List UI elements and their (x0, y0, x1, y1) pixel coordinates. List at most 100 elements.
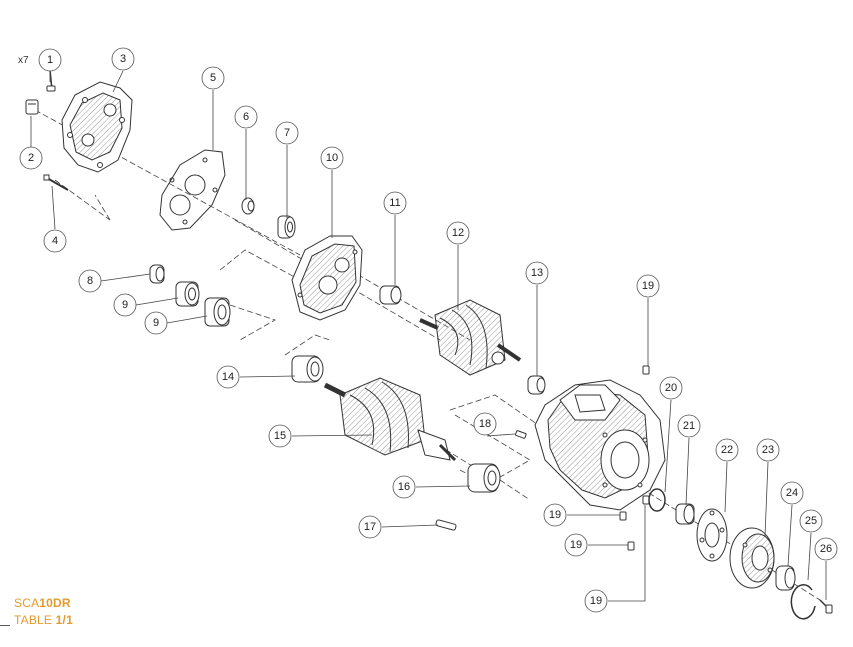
part-19-plug-d (627, 541, 635, 551)
callout-9: 9 (113, 293, 137, 317)
callout-label: 12 (452, 227, 464, 239)
part-24-seal (775, 565, 796, 591)
table-label: TABLE 1/1 (14, 613, 73, 627)
footer-rule (0, 625, 10, 626)
callout-7: 7 (275, 121, 299, 145)
callout-26: 26 (814, 537, 838, 561)
callout-25: 25 (799, 509, 823, 533)
callout-19: 19 (636, 274, 660, 298)
callout-label: 14 (222, 371, 234, 383)
callout-13: 13 (525, 261, 549, 285)
part-3-rear-housing (61, 81, 133, 173)
callout-label: 13 (531, 267, 543, 279)
callout-label: 17 (364, 521, 376, 533)
callout-19: 19 (543, 503, 567, 527)
callout-12: 12 (446, 221, 470, 245)
table-prefix: TABLE (14, 613, 56, 627)
callout-label: 23 (762, 444, 774, 456)
callout-label: 16 (398, 481, 410, 493)
part-11-bushing (379, 285, 402, 305)
part-14-bearing (291, 355, 324, 383)
part-13-bushing (527, 375, 546, 395)
callout-22: 22 (715, 438, 739, 462)
model-prefix: SCA (14, 596, 40, 610)
callout-label: 9 (153, 317, 159, 329)
callout-label: 11 (389, 197, 400, 209)
callout-label: 4 (52, 235, 58, 247)
part-23-end-cover (729, 527, 775, 589)
callout-23: 23 (756, 438, 780, 462)
callout-11: 11 (383, 191, 407, 215)
callout-6: 6 (234, 105, 258, 129)
callout-label: 19 (549, 509, 561, 521)
callout-label: 7 (284, 127, 290, 139)
part-7-bearing (277, 215, 296, 239)
part-21-bushing (675, 503, 695, 525)
leader-lines (30, 70, 827, 602)
part-12-male-rotor (419, 299, 522, 376)
table-number: 1/1 (55, 613, 73, 627)
part-17-key (435, 519, 457, 531)
callout-1: 1 (38, 48, 62, 72)
callout-label: 9 (122, 299, 128, 311)
callout-4: 4 (43, 229, 67, 253)
part-2-nut (25, 99, 39, 115)
callout-label: 22 (721, 444, 733, 456)
model-label: SCA10DR (14, 596, 71, 610)
part-20-oring (648, 488, 666, 512)
callout-label: 3 (120, 53, 126, 65)
part-5-gasket (159, 149, 226, 231)
callout-label: 18 (479, 418, 491, 430)
part-9-bearing-b (204, 297, 231, 327)
callout-label: 20 (665, 382, 677, 394)
part-16-bearing (467, 463, 501, 493)
part-26-screw (819, 599, 833, 614)
callout-label: 2 (28, 152, 34, 164)
callout-label: 6 (243, 111, 249, 123)
main-housing (534, 379, 666, 511)
callout-label: 19 (570, 539, 582, 551)
callout-10: 10 (320, 146, 344, 170)
part-25-circlip (790, 584, 816, 620)
part-4-pin (43, 174, 69, 191)
part-18-pin (515, 430, 527, 439)
callout-21: 21 (677, 414, 701, 438)
part-19-plug-b (642, 495, 650, 505)
part-6-seal (241, 197, 255, 215)
part-8-seal (149, 264, 165, 284)
part-19-plug-a (642, 365, 650, 375)
part-19-plug-c (619, 511, 627, 521)
callout-label: 26 (820, 543, 832, 555)
callout-17: 17 (358, 515, 382, 539)
callout-19: 19 (564, 533, 588, 557)
callout-label: 25 (805, 515, 817, 527)
part-15-female-rotor (323, 377, 457, 462)
callout-24: 24 (780, 481, 804, 505)
part-22-gasket (696, 508, 728, 562)
quantity-label: x7 (18, 55, 29, 66)
callout-3: 3 (111, 47, 135, 71)
callout-label: 10 (326, 152, 338, 164)
callout-2: 2 (19, 146, 43, 170)
callout-8: 8 (78, 269, 102, 293)
callout-16: 16 (392, 475, 416, 499)
callout-label: 15 (274, 430, 286, 442)
callout-14: 14 (216, 365, 240, 389)
callout-label: 19 (642, 280, 654, 292)
part-9-bearing-a (175, 281, 200, 307)
part-1-screw (46, 69, 56, 92)
callout-15: 15 (268, 424, 292, 448)
callout-19: 19 (584, 589, 608, 613)
callout-9: 9 (144, 311, 168, 335)
callout-20: 20 (659, 376, 683, 400)
callout-label: 24 (786, 487, 798, 499)
callout-label: 19 (590, 595, 602, 607)
callout-5: 5 (201, 66, 225, 90)
callout-label: 21 (683, 420, 695, 432)
callout-18: 18 (473, 412, 497, 436)
callout-label: 8 (87, 275, 93, 287)
callout-label: 5 (210, 72, 216, 84)
part-10-bearing-plate (291, 235, 363, 321)
model-number: 10DR (39, 596, 71, 610)
